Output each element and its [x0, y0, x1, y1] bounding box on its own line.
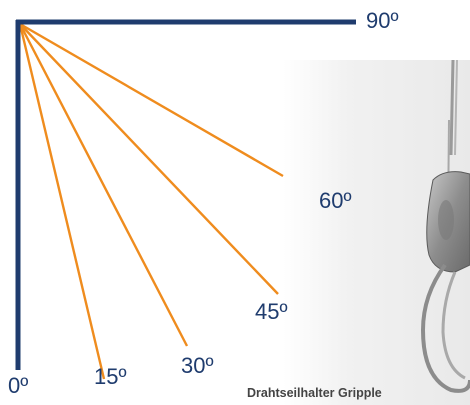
ray-60-degrees [19, 22, 284, 178]
photo-caption: Drahtseilhalter Gripple [247, 386, 382, 400]
label-45-degrees: 45º [255, 299, 288, 324]
wire-rope-gripper-icon [283, 59, 470, 405]
label-0-degrees: 0º [8, 373, 29, 398]
ray-30-degrees [18, 23, 189, 347]
label-15-degrees: 15º [94, 364, 127, 389]
ray-15-degrees [18, 23, 106, 380]
label-90-degrees: 90º [366, 8, 399, 33]
ray-45-degrees [19, 23, 279, 295]
label-30-degrees: 30º [181, 353, 214, 378]
gripple-product-photo [283, 59, 470, 405]
label-60-degrees: 60º [319, 188, 352, 213]
